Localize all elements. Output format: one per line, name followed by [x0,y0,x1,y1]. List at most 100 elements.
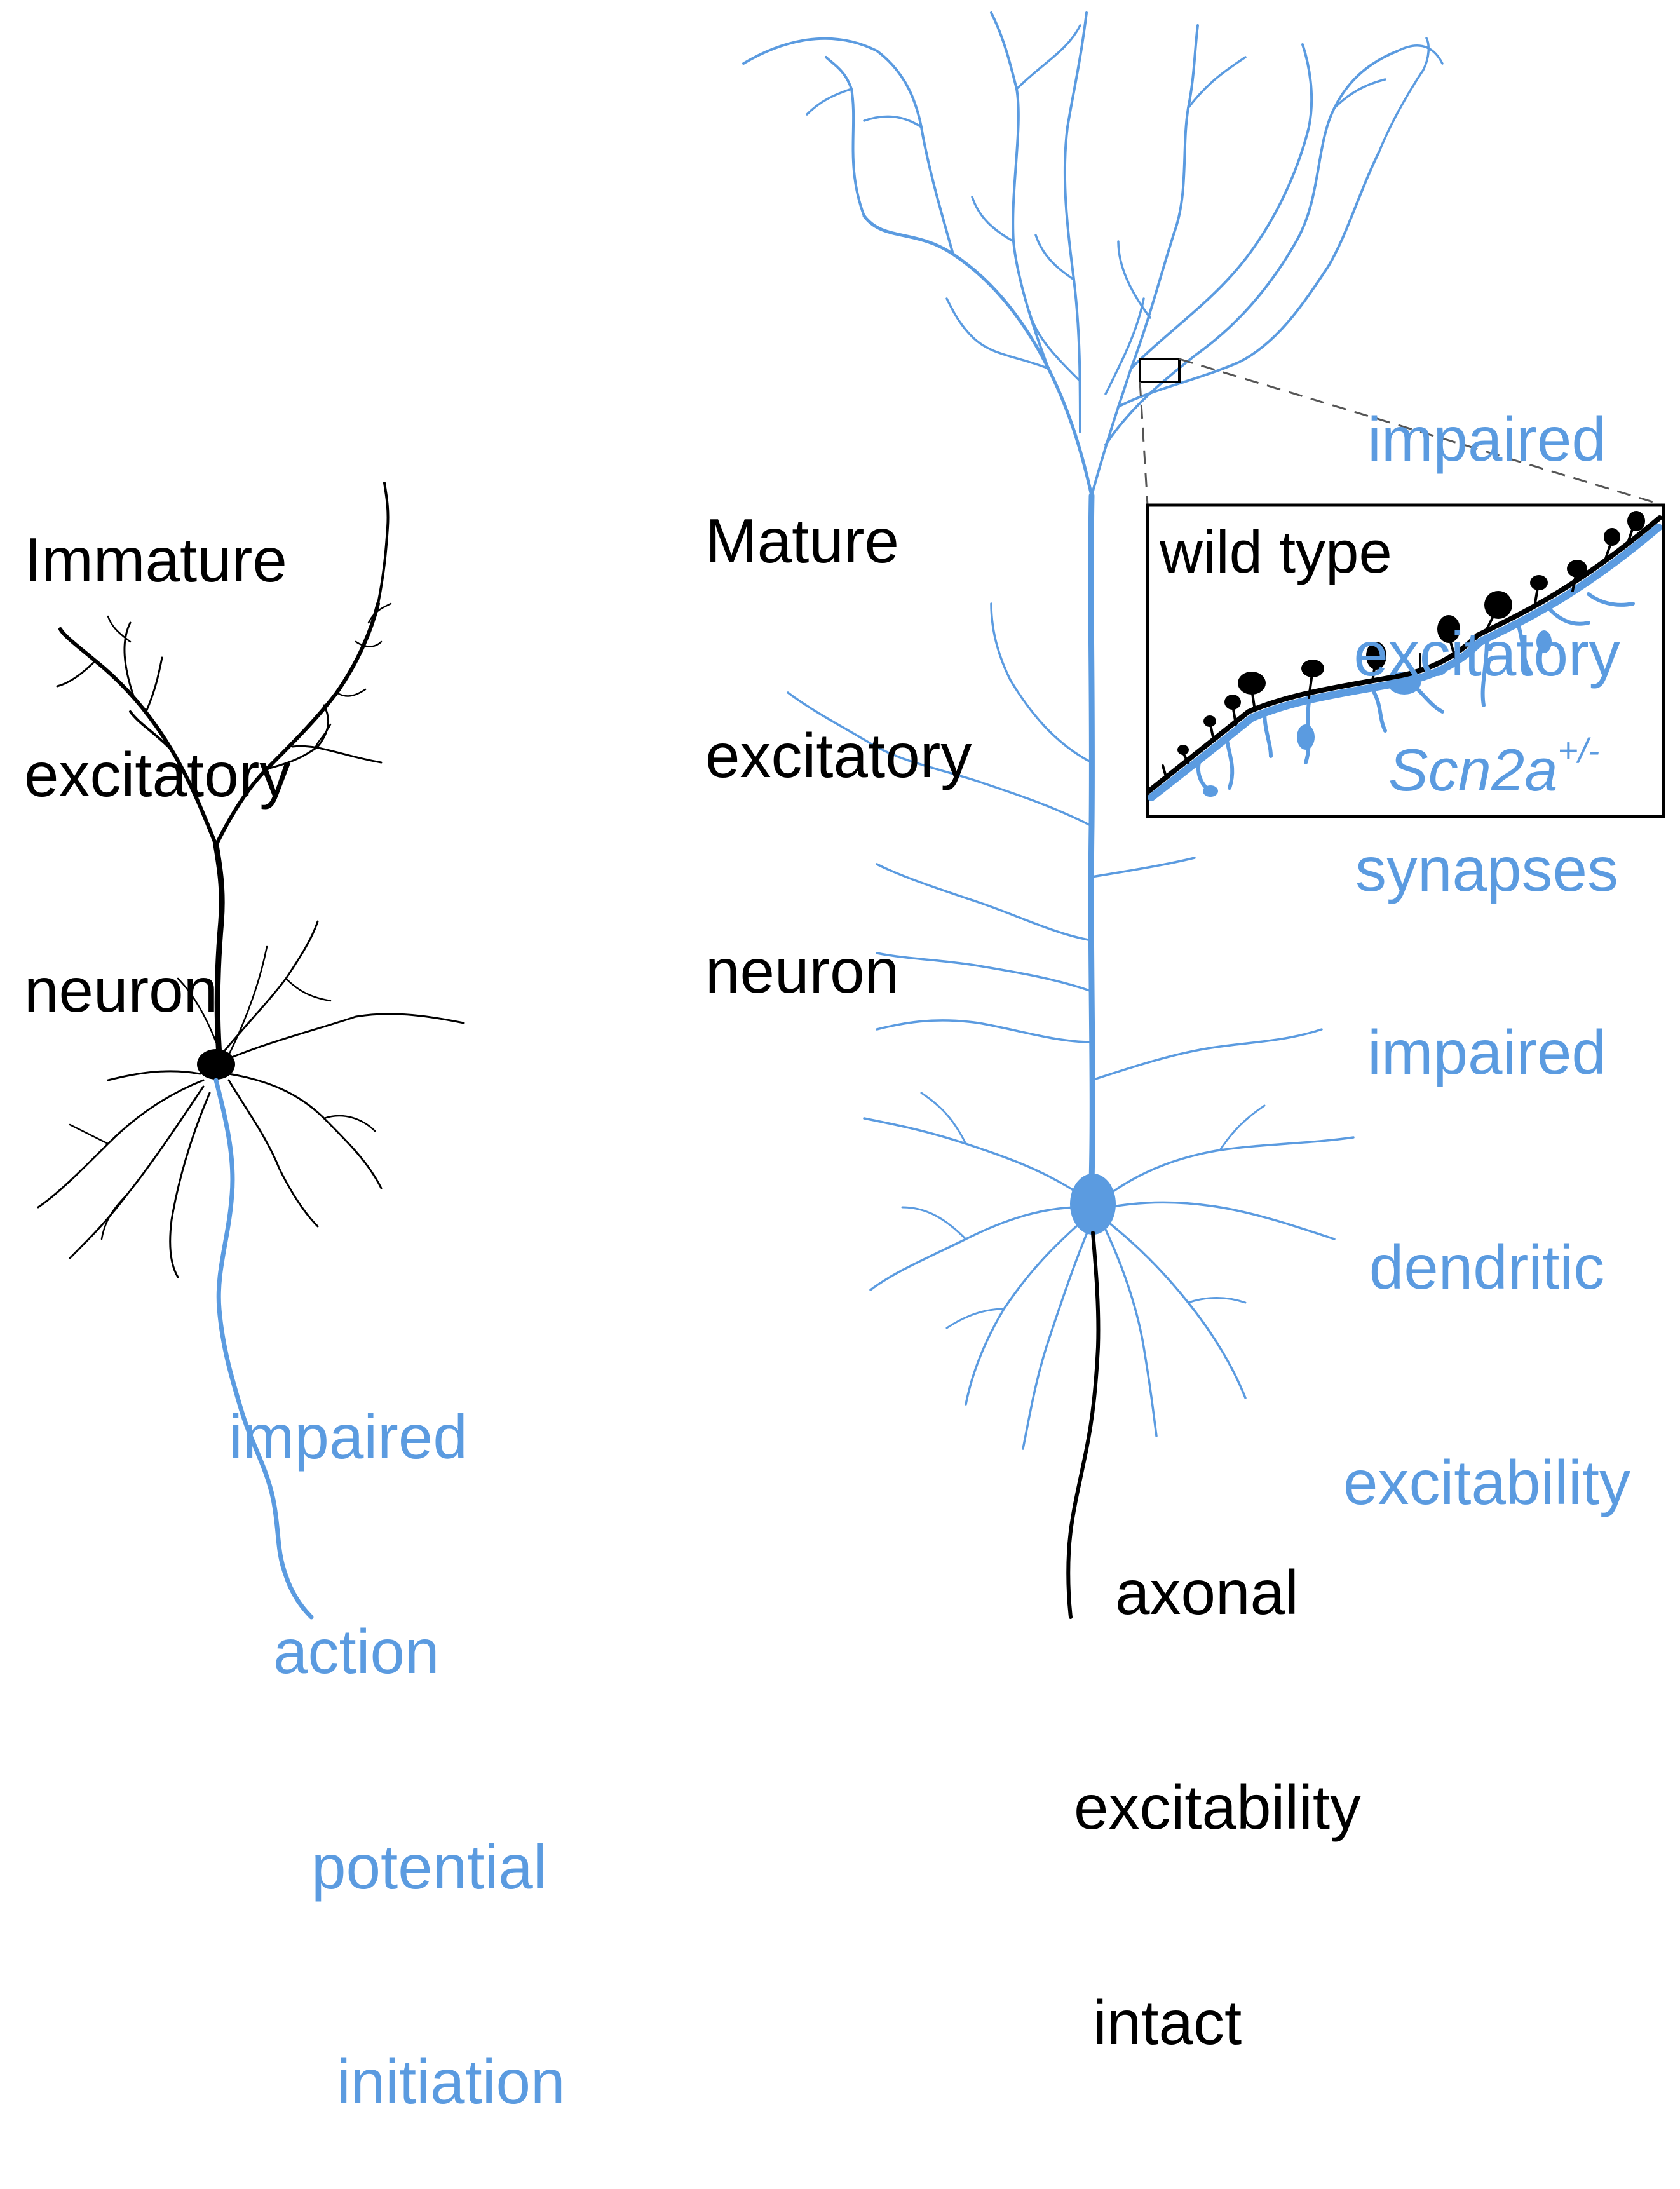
wild-type-spine-head [1484,591,1512,619]
wild-type-dendrite-shaft [1146,515,1662,794]
immature-dendrite-branch [123,621,135,697]
label-line: impaired [1367,404,1606,475]
mature-axon [1066,1231,1101,1619]
immature-dendrite-branch [145,656,163,713]
mature-oblique-dendrite [876,863,1093,942]
label-line: intact [1093,1987,1242,2057]
zoom-guide-line-left [1139,381,1149,506]
mature-oblique-dendrite [1090,857,1196,878]
wild-type-spine-head [1238,672,1266,695]
mutant-label: Scn2a+/- [1388,731,1599,804]
mutant-spine [1480,640,1489,707]
mature-tuft-branch [1378,37,1430,154]
wild-type-spine [1209,723,1215,742]
wild-type-spine [1533,586,1539,608]
mature-basal-dendrite [1219,1104,1266,1151]
immature-dendrite-branch [56,660,97,688]
mature-basal-dendrite [863,1117,1081,1196]
wild-type-spine-head [1177,745,1189,755]
immature-dendrite-branch [313,723,332,751]
mature-oblique-dendrite [876,952,1093,993]
zoom-guide-line-right [1179,358,1664,506]
wild-type-spine [1625,526,1634,548]
wild-type-spine-head [1366,642,1386,670]
immature-basal-dendrite [285,977,332,1002]
zoom-source-box [1139,358,1181,383]
immature-dendrite-branch [367,602,392,624]
label-line: Mature [705,506,900,576]
immature-dendrite-branch [316,704,330,748]
wild-type-spine-head [1224,695,1241,710]
mutant-spine [1517,624,1533,675]
mature-tuft-branch [1090,24,1199,497]
immature-neuron-label: Immature excitatory neuron [24,381,290,1097]
mature-basal-dendrite [1022,1225,1091,1450]
wild-type-spine-head [1567,560,1587,578]
mature-oblique-dendrite [876,1019,1093,1043]
wild-type-spine [1308,672,1313,699]
label-line: potential [311,1831,547,1902]
wild-type-spine [1603,542,1612,564]
immature-basal-dendrite [227,1079,319,1228]
mature-basal-dendrite [945,1308,1005,1329]
mutant-spine-head [1536,630,1552,653]
label-line: Immature [24,525,287,595]
mutant-spine-head [1297,724,1315,750]
label-line: synapses [1355,834,1618,904]
immature-dendrite-branch [291,745,383,764]
immature-dendrite-branch [335,688,367,697]
wild-type-spine-head [1203,715,1216,727]
mature-tuft-branch [1028,310,1081,383]
immature-basal-dendrite [107,1070,201,1081]
immature-basal-dendrite [100,1193,128,1240]
mature-tuft-branch [971,196,1015,243]
immature-axon-label: impaired action potential initiation [229,1258,566,2189]
immature-basal-dendrite [227,945,268,1056]
immature-soma [197,1049,235,1080]
label-line: excitatory [1353,619,1620,689]
mature-tuft-branch [862,214,1094,498]
label-line: impaired [229,1402,468,1472]
mature-oblique-dendrite [787,691,1093,827]
mature-tuft-branch [863,115,923,128]
mature-tuft-branch [1130,43,1313,370]
wild-type-spine-head [1437,615,1460,643]
mature-tuft-branch [1397,44,1444,65]
synapse-effect-label: impaired excitatory synapses [1309,261,1665,977]
mutant-spine [1263,710,1273,758]
immature-basal-dendrite [69,1123,109,1145]
mature-soma [1070,1174,1116,1235]
wild-type-spine-head [1530,575,1548,590]
wild-type-spine [1571,574,1577,592]
immature-basal-dendrite [221,1013,465,1062]
label-line: excitatory [705,721,972,791]
mature-basal-dendrite [1108,1201,1336,1240]
axon-effect-label: axonal excitability intact [1074,1414,1361,2130]
mature-neuron-label: Mature excitatory neuron [705,362,972,1078]
mutant-genotype-superscript: +/- [1557,731,1600,770]
mature-tuft-branch [990,11,1050,370]
immature-dendrite-branch [377,482,390,605]
immature-dendrite-branch [355,640,383,647]
wild-type-spine-head [1301,660,1324,677]
label-line: excitability [1074,1772,1362,1843]
label-line: axonal [1115,1557,1299,1628]
wild-type-spine-head [1627,511,1645,531]
mature-oblique-dendrite [990,602,1093,764]
label-line: excitability [1343,1447,1631,1517]
mature-tuft-branch [1063,11,1088,433]
mutant-spine-head [1203,785,1218,797]
mature-basal-dendrite [1104,1228,1158,1437]
label-line: excitatory [24,740,291,810]
inset-dendrite [1146,511,1662,801]
mature-tuft-branch [945,297,1050,370]
mature-basal-dendrite [1104,1219,1247,1399]
immature-apical-dendrite [213,842,225,1058]
mature-tuft-branch [825,56,865,217]
wild-type-label: wild type [1160,518,1392,585]
mature-tuft-branch [1187,56,1247,109]
mature-oblique-dendrite [1090,1028,1323,1081]
label-line: neuron [24,954,219,1025]
immature-dendrite-branch [107,615,132,643]
label-line: action [273,1616,440,1687]
